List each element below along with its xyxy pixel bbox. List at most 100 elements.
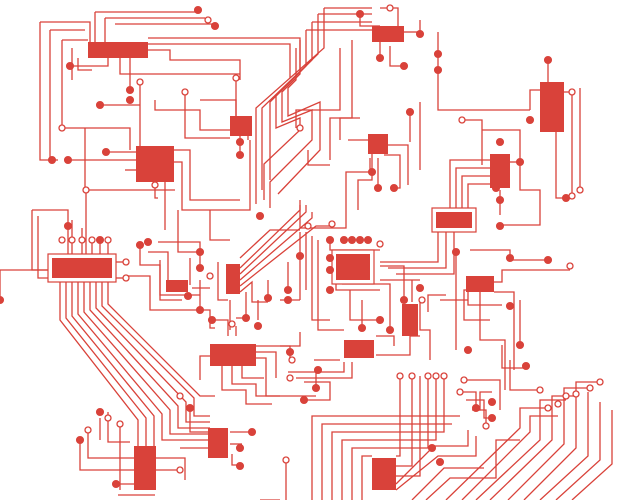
solder-pad-filled [415, 283, 425, 293]
solder-pad-hollow [82, 186, 90, 194]
trace [507, 387, 590, 500]
trace [95, 282, 210, 423]
solder-pad-hollow [78, 236, 86, 244]
trace [299, 158, 371, 229]
solder-pad-filled [355, 9, 365, 19]
trace [280, 332, 301, 347]
trace [455, 250, 468, 301]
solder-pad-filled [283, 285, 293, 295]
trace [239, 229, 300, 259]
solder-pad-filled [285, 347, 295, 357]
trace [396, 376, 413, 467]
solder-pad-hollow [122, 274, 130, 282]
solder-pad-filled [111, 479, 121, 489]
solder-pad-hollow [536, 386, 544, 394]
trace [445, 407, 548, 500]
solder-pad-filled [515, 340, 525, 350]
trace [154, 185, 158, 199]
ic-chip [208, 428, 228, 458]
solder-pad-filled [263, 293, 273, 303]
solder-pad-filled [325, 235, 335, 245]
trace [148, 251, 169, 280]
solder-pad-filled [235, 137, 245, 147]
trace [361, 455, 372, 500]
solder-pad-hollow [458, 116, 466, 124]
solder-pad-filled [325, 253, 335, 263]
solder-pad-hollow [232, 74, 240, 82]
trace [388, 228, 447, 269]
trace [59, 282, 139, 450]
trace [261, 14, 319, 190]
trace [239, 205, 307, 275]
trace [256, 351, 277, 378]
trace [239, 225, 330, 287]
trace [239, 212, 313, 281]
trace [107, 412, 130, 443]
solder-pad-filled [207, 315, 217, 325]
solder-pad-filled [75, 435, 85, 445]
trace [467, 290, 502, 306]
trace [461, 415, 558, 500]
solder-pad-filled [311, 383, 321, 393]
solder-pad-filled [525, 115, 535, 125]
ic-chip [166, 280, 188, 292]
trace [501, 345, 526, 369]
solder-pad-hollow [544, 404, 552, 412]
solder-pad-filled [451, 247, 461, 257]
trace [177, 210, 200, 253]
solder-pad-hollow [304, 222, 312, 230]
ic-chip [88, 42, 148, 58]
solder-pad-filled [313, 365, 323, 375]
trace [389, 46, 404, 67]
solder-pad-filled [63, 221, 73, 231]
ic-chip [466, 276, 494, 292]
solder-pad-filled [95, 235, 105, 245]
solder-pad-filled [375, 315, 385, 325]
trace [425, 439, 520, 500]
trace [239, 200, 301, 269]
trace [461, 175, 490, 212]
trace [321, 423, 452, 500]
trace [311, 415, 460, 500]
solder-pad-hollow [396, 372, 404, 380]
ic-chip [336, 254, 370, 280]
solder-pad-hollow [482, 422, 490, 430]
trace [462, 379, 501, 410]
solder-pad-hollow [136, 78, 144, 86]
solder-pad-filled [373, 183, 383, 193]
trace [296, 362, 353, 379]
trace [411, 467, 484, 500]
solder-pad-filled [235, 443, 245, 453]
trace [449, 159, 490, 212]
trace [158, 241, 201, 268]
solder-pad-filled [325, 265, 335, 275]
solder-pad-filled [339, 235, 349, 245]
solder-pad-filled [235, 461, 245, 471]
solder-pad-hollow [206, 272, 214, 280]
trace [269, 40, 313, 208]
solder-pad-filled [95, 100, 105, 110]
solder-pad-hollow [282, 456, 290, 464]
trace [342, 283, 391, 330]
trace [263, 30, 307, 200]
ic-chip [436, 212, 472, 228]
trace [395, 430, 469, 485]
trace [212, 319, 229, 336]
solder-pad-filled [375, 53, 385, 63]
solder-pad-filled [491, 183, 501, 193]
solder-pad-filled [183, 291, 193, 301]
trace [236, 292, 247, 319]
solder-pad-filled [471, 403, 481, 413]
trace [101, 282, 210, 417]
trace [489, 395, 576, 500]
trace [304, 381, 331, 401]
ic-chip [52, 258, 112, 278]
solder-pad-filled [463, 345, 473, 355]
solder-pad-filled [363, 235, 373, 245]
trace [380, 228, 439, 263]
trace [174, 140, 251, 211]
solder-pad-filled [427, 443, 437, 453]
ic-chip [372, 458, 396, 490]
trace [419, 300, 431, 360]
solder-pad-filled [433, 65, 443, 75]
